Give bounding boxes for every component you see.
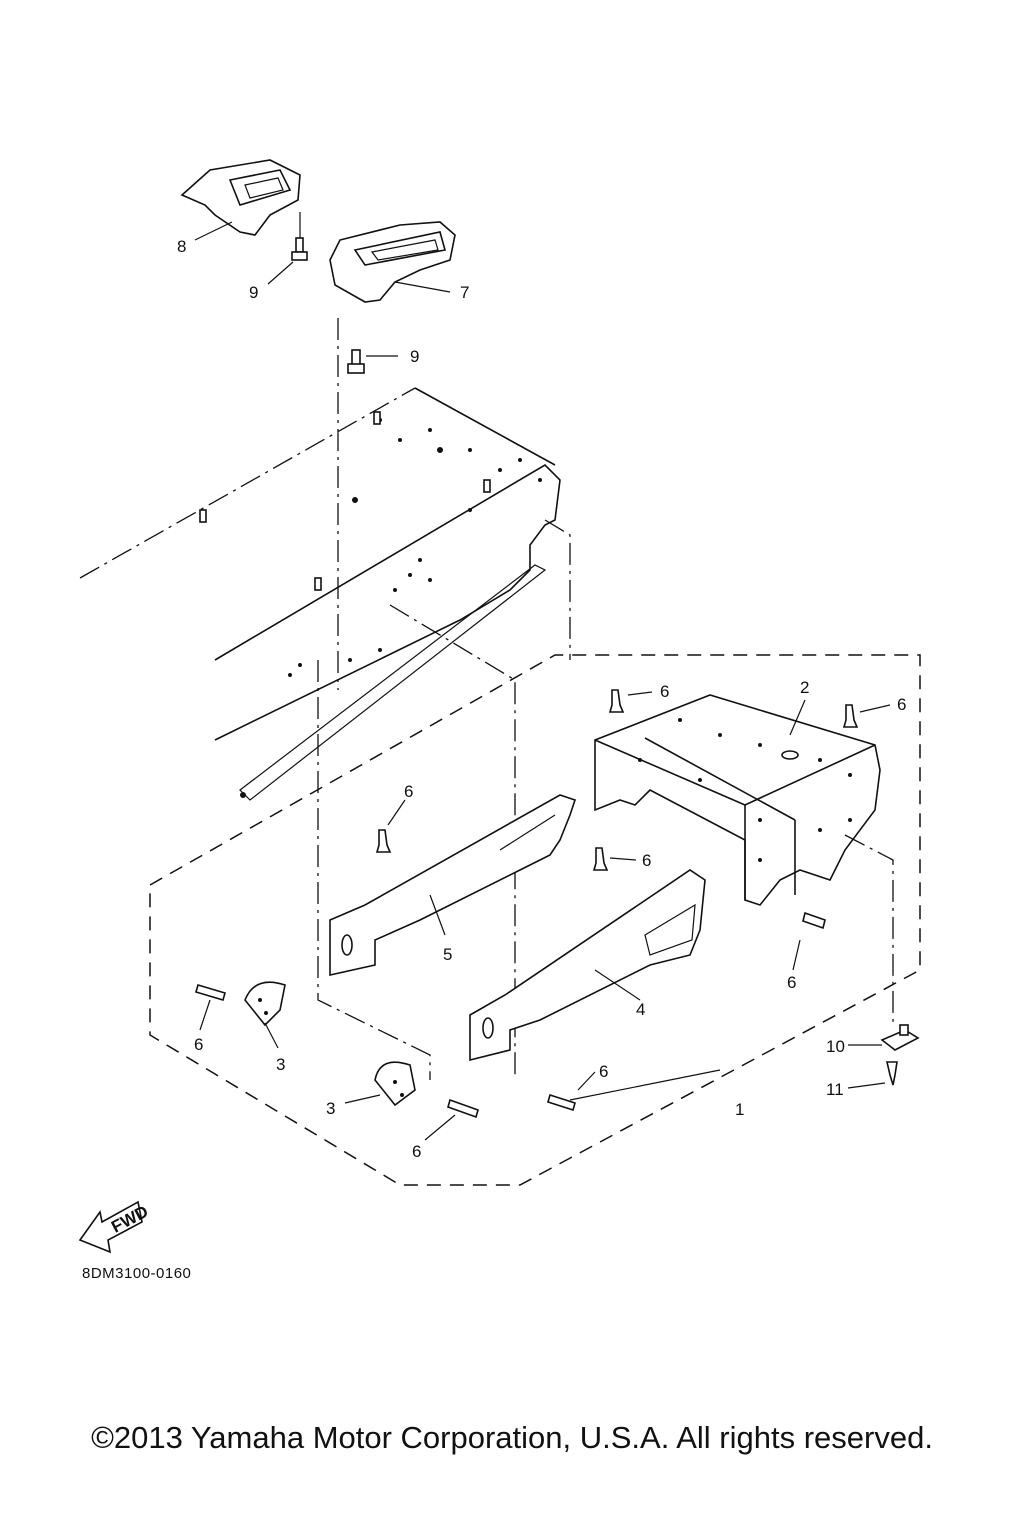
callout-8: 8 [177, 237, 186, 256]
callout-6: 6 [599, 1062, 608, 1081]
leader-8 [194, 221, 233, 241]
rivet-leaders [199, 691, 891, 1141]
leader-7 [394, 281, 451, 293]
callout-numbers: 8 9 7 9 6 2 6 6 6 5 6 4 6 3 10 6 11 3 1 … [177, 237, 906, 1161]
copyright-notice: ©2013 Yamaha Motor Corporation, U.S.A. A… [91, 1420, 933, 1455]
part-9-bolt-lower [347, 349, 365, 374]
callout-6: 6 [897, 695, 906, 714]
callout-6: 6 [642, 851, 651, 870]
part-9-bolt-upper [291, 212, 308, 261]
leader-11 [847, 1082, 886, 1089]
leader-5 [429, 894, 446, 936]
exploded-parts-diagram: 8 9 7 9 6 2 6 6 6 5 6 4 6 3 10 6 11 3 1 … [78, 159, 921, 1254]
part-11-rivet [885, 1061, 898, 1086]
callout-6: 6 [412, 1142, 421, 1161]
leader-3a [264, 1022, 279, 1049]
fwd-arrow: FWD [78, 1200, 151, 1254]
part-8-step-cover [180, 159, 301, 236]
part-3-plate-b [374, 1061, 416, 1107]
callout-3: 3 [276, 1055, 285, 1074]
callout-9: 9 [249, 283, 258, 302]
part-10-bracket [880, 1024, 920, 1051]
callout-6: 6 [787, 973, 796, 992]
callout-10: 10 [826, 1037, 845, 1056]
leader-9a [267, 261, 294, 285]
figure-code: 8DM3100-0160 [82, 1265, 192, 1282]
part-4-rail [469, 869, 706, 1062]
callout-6: 6 [404, 782, 413, 801]
tunnel-body [199, 387, 561, 801]
callout-6: 6 [194, 1035, 203, 1054]
callout-11: 11 [826, 1080, 844, 1099]
callout-6: 6 [660, 682, 669, 701]
callout-7: 7 [460, 283, 469, 302]
part-3-plate-a [244, 981, 286, 1027]
callout-2: 2 [800, 678, 809, 697]
part-2-rear-plate [594, 694, 881, 906]
callout-9: 9 [410, 347, 419, 366]
part-7-step-cover [329, 221, 456, 303]
alignment-lines [79, 318, 571, 1080]
leader-3b [344, 1094, 381, 1104]
leader-4 [594, 969, 641, 1001]
part-5-rail [329, 794, 577, 976]
leader-2 [789, 699, 806, 736]
callout-1: 1 [735, 1100, 744, 1119]
alignment-line-10 [844, 834, 894, 1025]
callout-3: 3 [326, 1099, 335, 1118]
callout-4: 4 [636, 1000, 645, 1019]
part-6-rivets [195, 689, 859, 1119]
callout-5: 5 [443, 945, 452, 964]
assembly-1-boundary [149, 654, 921, 1186]
